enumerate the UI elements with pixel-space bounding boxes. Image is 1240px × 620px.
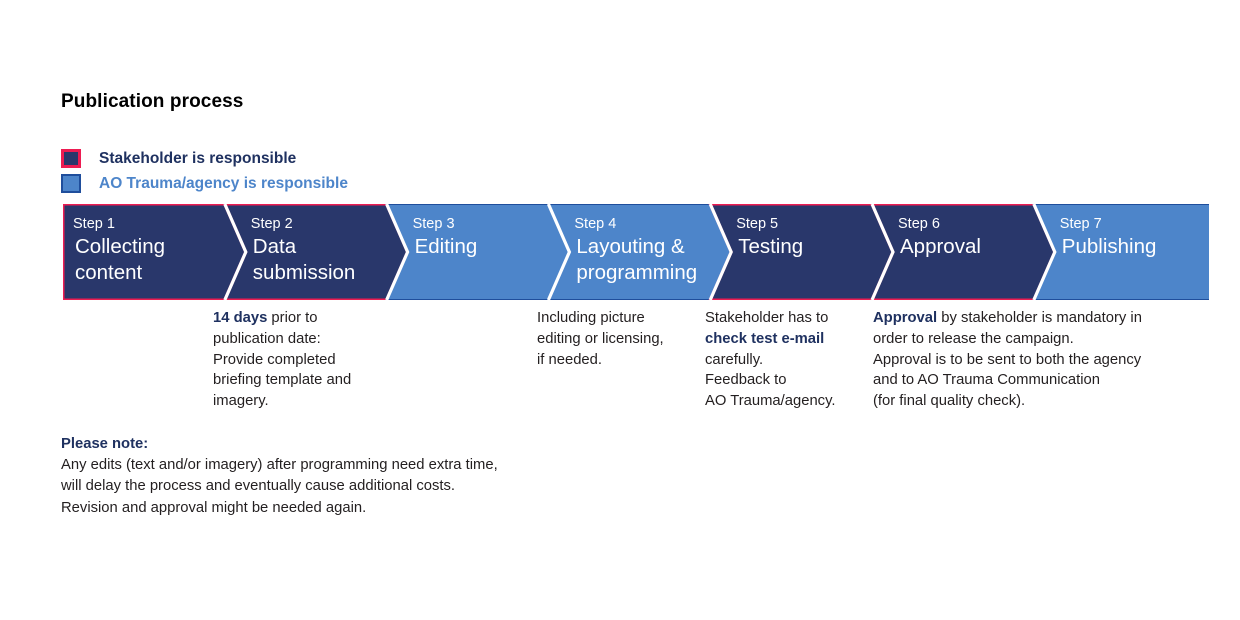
please-note-line: will delay the process and eventually ca… xyxy=(61,478,455,495)
note-line: and to AO Trauma Communication xyxy=(873,370,1142,391)
note-line: Provide completed xyxy=(213,350,351,371)
note-line: briefing template and xyxy=(213,370,351,391)
step-separator-2 xyxy=(385,204,410,300)
legend-item-agency: AO Trauma/agency is responsible xyxy=(61,171,348,196)
step-kicker-3: Step 3 xyxy=(413,216,455,232)
step-separator-5 xyxy=(870,204,895,300)
note-text: briefing template and xyxy=(213,372,352,389)
step-kicker-1: Step 1 xyxy=(73,216,115,232)
legend-swatch-stakeholder-icon xyxy=(61,149,81,168)
note-text: publication date: xyxy=(213,330,321,347)
note-text: AO Trauma/agency. xyxy=(705,393,836,410)
note-line: Including picture xyxy=(537,308,664,329)
step-title-5-line-1: Testing xyxy=(738,235,803,258)
note-line: imagery. xyxy=(213,391,351,412)
step-separator-3 xyxy=(546,204,572,300)
note-text: Approval is to be sent to both the agenc… xyxy=(873,351,1142,368)
note-text: Feedback to xyxy=(705,372,787,389)
note-text: Including picture xyxy=(537,310,645,326)
please-note-line: Any edits (text and/or imagery) after pr… xyxy=(61,457,498,474)
note-text: order to release the campaign. xyxy=(873,330,1074,347)
note-text: (for final quality check). xyxy=(873,393,1026,410)
note-line: publication date: xyxy=(213,329,351,350)
page-title: Publication process xyxy=(61,91,244,112)
note-text: if needed. xyxy=(537,351,602,368)
process-chevron-band: Step 1 Collecting content Step 2 Data submiss… xyxy=(63,204,1209,300)
please-note-block: Please note: Any edits (text and/or image… xyxy=(61,434,498,519)
legend-label-agency: AO Trauma/agency is responsible xyxy=(99,174,348,192)
note-text: Provide completed xyxy=(213,351,336,368)
note-text: by stakeholder is mandatory in xyxy=(937,310,1142,326)
note-line: 14 days prior to xyxy=(213,308,351,329)
note-text: prior to xyxy=(267,310,318,326)
legend-label-stakeholder: Stakeholder is responsible xyxy=(99,149,297,167)
note-line: (for final quality check). xyxy=(873,391,1142,412)
step-title-7-line-1: Publishing xyxy=(1062,235,1157,258)
note-emphasis: Approval xyxy=(873,310,938,326)
note-line: if needed. xyxy=(537,350,664,371)
note-emphasis: check test e-mail xyxy=(705,330,825,347)
note-step-5: Stakeholder has to check test e-mail caref… xyxy=(705,308,836,412)
note-line: order to release the campaign. xyxy=(873,329,1142,350)
note-line: Approval is to be sent to both the agenc… xyxy=(873,350,1142,371)
note-text: Stakeholder has to xyxy=(705,310,829,326)
step-title-1-line-2: content xyxy=(75,261,143,284)
step-title-4-line-2: programming xyxy=(576,261,697,284)
step-kicker-2: Step 2 xyxy=(251,216,293,232)
step-title-3-line-1: Editing xyxy=(415,235,478,258)
note-line: editing or licensing, xyxy=(537,329,664,350)
legend: Stakeholder is responsible AO Trauma/age… xyxy=(61,146,348,196)
note-text: carefully. xyxy=(705,351,764,368)
note-line: Feedback to xyxy=(705,370,836,391)
step-separator-6 xyxy=(1032,204,1057,300)
note-text: and to AO Trauma Communication xyxy=(873,372,1100,389)
legend-swatch-agency-icon xyxy=(61,174,81,193)
step-separator-1 xyxy=(223,204,248,300)
step-kicker-4: Step 4 xyxy=(574,216,616,232)
note-text: editing or licensing, xyxy=(537,330,664,347)
please-note-line: Revision and approval might be needed ag… xyxy=(61,499,367,516)
step-title-2-line-2: submission xyxy=(253,261,356,284)
step-title-2-line-1: Data xyxy=(253,235,297,258)
note-line: Stakeholder has to xyxy=(705,308,836,329)
note-line: Approval by stakeholder is mandatory in xyxy=(873,308,1142,329)
note-line: carefully. xyxy=(705,350,836,371)
step-separator-4 xyxy=(708,204,733,300)
note-line: AO Trauma/agency. xyxy=(705,391,836,412)
step-kicker-6: Step 6 xyxy=(898,216,940,232)
process-chevron-svg: Step 1 Collecting content Step 2 Data submiss… xyxy=(63,204,1209,300)
step-kicker-5: Step 5 xyxy=(736,216,778,232)
step-title-1-line-1: Collecting xyxy=(75,235,165,258)
legend-item-stakeholder: Stakeholder is responsible xyxy=(61,146,348,171)
step-kicker-7: Step 7 xyxy=(1060,216,1102,232)
note-text: imagery. xyxy=(213,393,269,410)
note-emphasis: 14 days xyxy=(213,310,268,326)
note-step-4: Including picture editing or licensing, if… xyxy=(537,308,664,370)
step-title-6-line-1: Approval xyxy=(900,235,981,258)
step-title-4-line-1: Layouting & xyxy=(576,235,685,258)
note-line: check test e-mail xyxy=(705,329,836,350)
please-note-heading: Please note: xyxy=(61,436,149,452)
